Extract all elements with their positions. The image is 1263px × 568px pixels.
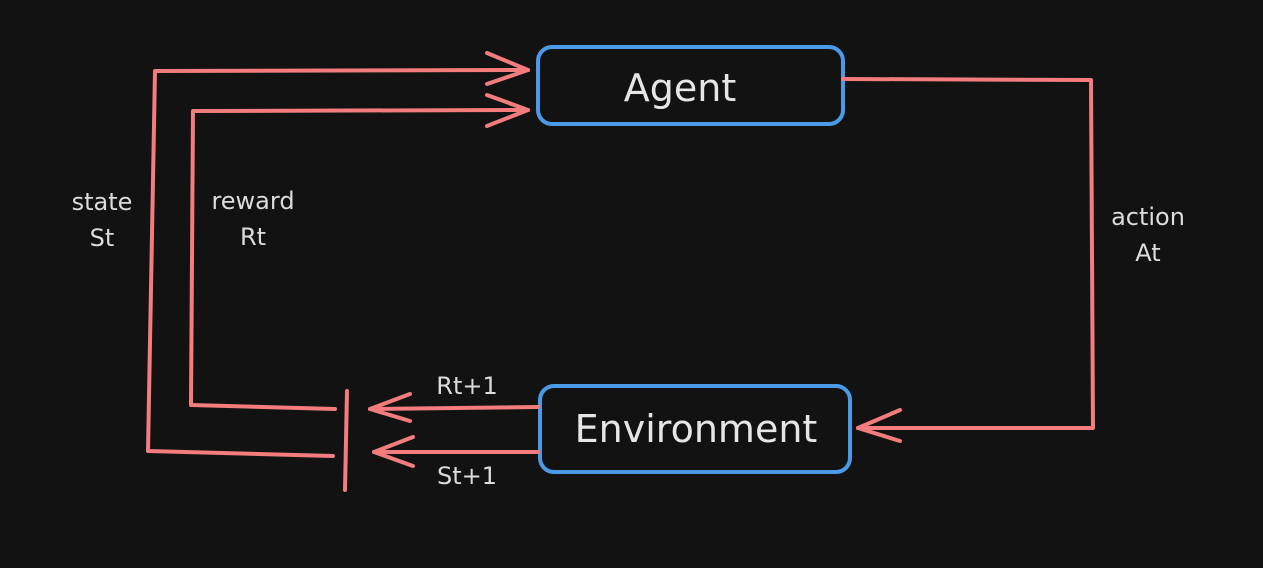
agent-node: Agent xyxy=(536,45,845,126)
timestep-divider xyxy=(343,389,349,492)
state-next-arrowhead xyxy=(372,435,415,468)
environment-label: Environment xyxy=(575,407,818,451)
environment-box xyxy=(538,384,852,474)
reward-next-arrowhead xyxy=(368,392,412,423)
agent-box xyxy=(536,45,845,126)
next-state-label: St+1 xyxy=(437,462,497,490)
reward-label: reward Rt xyxy=(211,187,294,251)
reward-arrow xyxy=(189,93,540,423)
agent-label: Agent xyxy=(624,66,736,110)
reward-label-name: reward xyxy=(211,187,294,215)
action-arrow-line xyxy=(841,77,1095,430)
action-label-name: action xyxy=(1111,203,1185,231)
reward-label-symbol: Rt xyxy=(240,223,266,251)
next-reward-label: Rt+1 xyxy=(436,372,497,400)
reward-loop-line xyxy=(189,108,530,411)
action-arrow xyxy=(841,77,1095,443)
state-loop-line xyxy=(146,68,530,458)
reward-arrowhead xyxy=(485,93,530,128)
state-label-symbol: St xyxy=(90,224,115,252)
state-label: state St xyxy=(72,188,133,252)
state-label-name: state xyxy=(72,188,133,216)
action-label: action At xyxy=(1111,203,1185,267)
state-arrowhead xyxy=(485,51,530,86)
environment-node: Environment xyxy=(538,384,852,474)
action-arrowhead xyxy=(856,408,902,443)
state-arrow xyxy=(146,51,540,468)
action-label-symbol: At xyxy=(1135,239,1160,267)
reward-next-line xyxy=(368,405,540,411)
